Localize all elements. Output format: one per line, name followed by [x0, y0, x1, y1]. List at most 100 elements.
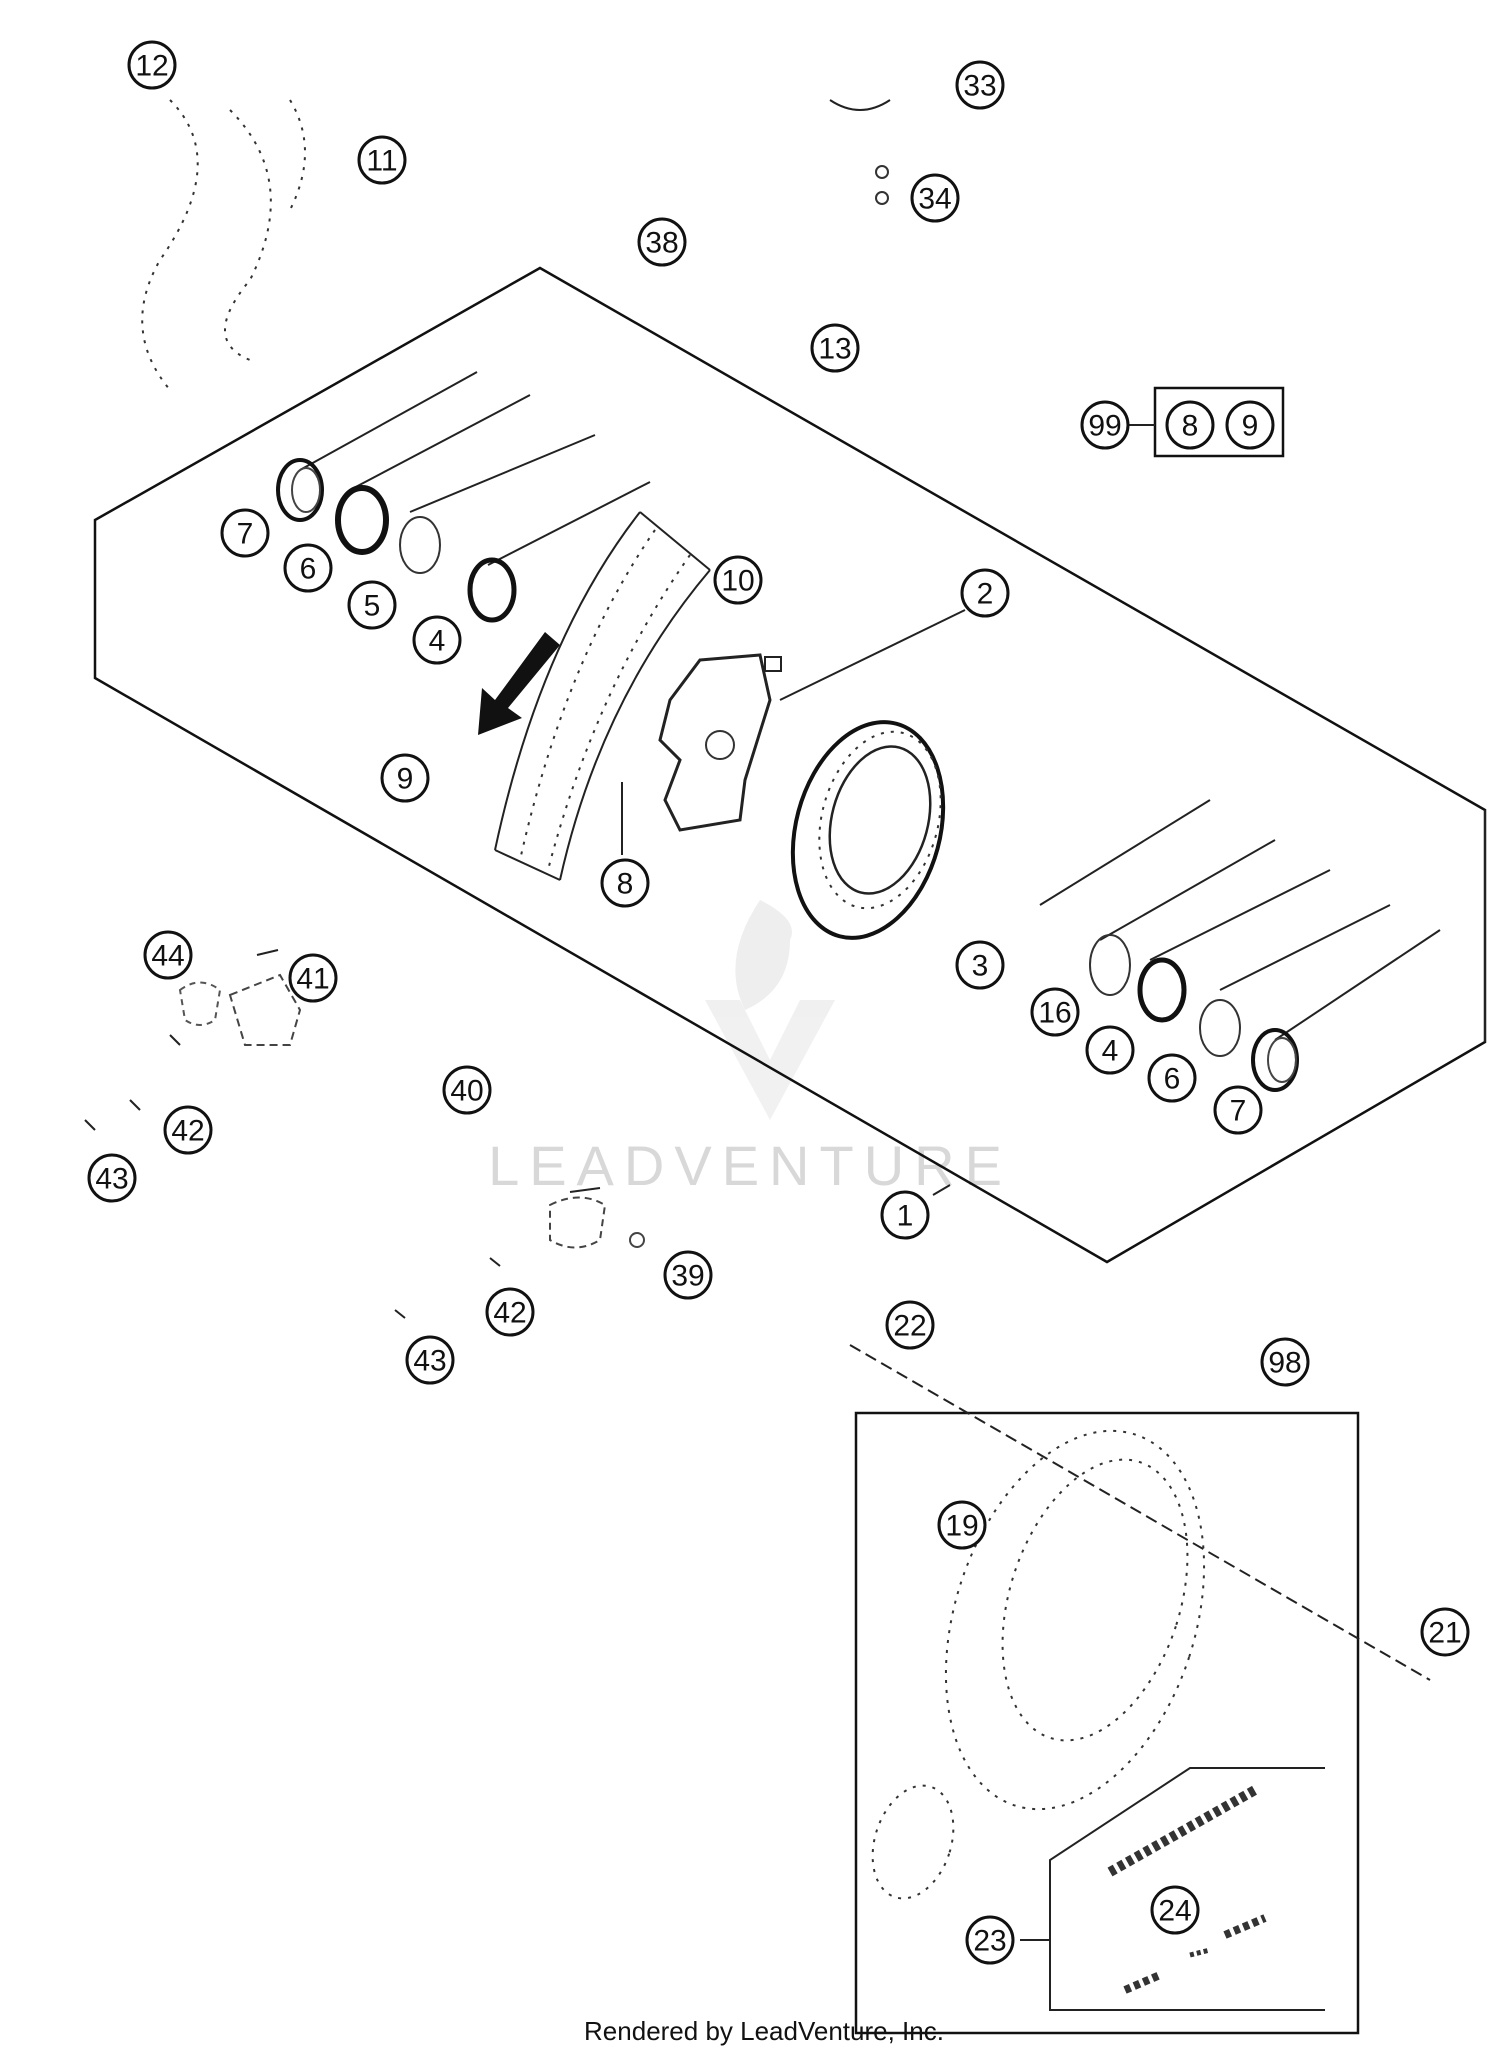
callout-label: 5	[364, 590, 381, 623]
callout-4: 4	[412, 615, 462, 665]
callout-label: 99	[1088, 410, 1121, 443]
callout-41: 41	[288, 953, 338, 1003]
callout-circle	[713, 555, 763, 605]
callout-circle	[937, 1500, 987, 1550]
callout-label: 4	[1102, 1035, 1119, 1068]
rear-sprocket	[944, 1429, 1206, 1811]
callout-circle	[485, 1287, 535, 1337]
spacer-5	[399, 516, 441, 574]
callout-label: 6	[300, 553, 317, 586]
callout-label: 42	[493, 1297, 526, 1330]
callout-6: 6	[1147, 1053, 1197, 1103]
callout-39: 39	[663, 1250, 713, 1300]
wheel-group-frame	[93, 266, 1487, 1264]
chain-box	[1049, 1767, 1325, 2011]
callout-9: 9	[1225, 400, 1275, 450]
callout-label: 38	[645, 227, 678, 260]
callout-circle	[1150, 1885, 1200, 1935]
callout-circle	[127, 40, 177, 90]
callout-9: 9	[380, 753, 430, 803]
callout-38: 38	[637, 217, 687, 267]
callout-circle	[1147, 1053, 1197, 1103]
part-34	[875, 165, 889, 205]
leader-2	[779, 609, 966, 701]
spokes-11	[141, 99, 306, 391]
callout-circle	[960, 568, 1010, 618]
callout-circle	[405, 1335, 455, 1385]
bearing-7-left	[276, 458, 324, 522]
callout-4: 4	[1085, 1025, 1135, 1075]
callout-label: 9	[397, 763, 414, 796]
callout-10: 10	[713, 555, 763, 605]
callout-circle	[442, 1065, 492, 1115]
callout-22: 22	[885, 1300, 935, 1350]
callout-circle	[663, 1250, 713, 1300]
part-33	[829, 99, 891, 111]
callout-circle	[1420, 1607, 1470, 1657]
watermark-logo-icon	[705, 900, 835, 1120]
callout-circle	[1080, 400, 1130, 450]
sprocket-kit-box	[854, 1411, 1360, 2035]
callout-circle	[637, 217, 687, 267]
callout-circle	[347, 580, 397, 630]
leader-1	[932, 1184, 951, 1196]
callout-circle	[288, 953, 338, 1003]
callout-label: 42	[171, 1115, 204, 1148]
callout-19: 19	[937, 1500, 987, 1550]
right-bearing-leader-lines	[1039, 799, 1441, 1041]
callout-label: 19	[945, 1510, 978, 1543]
callout-label: 12	[135, 50, 168, 83]
rotation-direction-arrow-icon	[478, 632, 560, 735]
callout-label: 43	[413, 1345, 446, 1378]
callout-circle	[1213, 1085, 1263, 1135]
callout-circle	[810, 323, 860, 373]
callout-44: 44	[143, 930, 193, 980]
callout-8: 8	[600, 858, 650, 908]
callout-label: 40	[450, 1075, 483, 1108]
callout-99: 99	[1080, 400, 1130, 450]
callout-circle	[87, 1153, 137, 1203]
bearing-4-left	[467, 557, 517, 623]
bearing-7-right	[1251, 1028, 1299, 1092]
spacer-16	[1089, 934, 1131, 996]
callout-11: 11	[357, 135, 407, 185]
kit-99-box	[1153, 386, 1285, 458]
callout-label: 8	[617, 868, 634, 901]
callout-label: 7	[237, 518, 254, 551]
callout-circle	[412, 615, 462, 665]
callout-23: 23	[965, 1915, 1015, 1965]
callout-7: 7	[1213, 1085, 1263, 1135]
callout-label: 24	[1158, 1895, 1191, 1928]
callout-circle	[283, 543, 333, 593]
seal-6-left	[335, 485, 389, 555]
callout-3: 3	[955, 940, 1005, 990]
watermark-text: LEADVENTURE	[488, 1134, 1012, 1197]
callout-1: 1	[880, 1190, 930, 1240]
callout-circle	[955, 940, 1005, 990]
rim-segment	[494, 511, 711, 881]
bearing-4-right	[1137, 957, 1187, 1023]
callout-24: 24	[1150, 1885, 1200, 1935]
callout-circle	[1165, 400, 1215, 450]
callout-circle	[163, 1105, 213, 1155]
callout-43: 43	[87, 1153, 137, 1203]
render-credit: Rendered by LeadVenture, Inc.	[584, 2016, 944, 2046]
callout-circle	[1030, 987, 1080, 1037]
callout-label: 6	[1164, 1063, 1181, 1096]
callout-label: 98	[1268, 1347, 1301, 1380]
callout-circle	[357, 135, 407, 185]
callout-label: 43	[95, 1163, 128, 1196]
callout-21: 21	[1420, 1607, 1470, 1657]
callout-circle	[1225, 400, 1275, 450]
callout-label: 4	[429, 625, 446, 658]
callout-16: 16	[1030, 987, 1080, 1037]
left-bearing-leader-lines	[299, 371, 651, 566]
callout-circle	[143, 930, 193, 980]
callout-circle	[885, 1300, 935, 1350]
brake-disc	[790, 720, 946, 940]
callout-40: 40	[442, 1065, 492, 1115]
callout-42: 42	[485, 1287, 535, 1337]
